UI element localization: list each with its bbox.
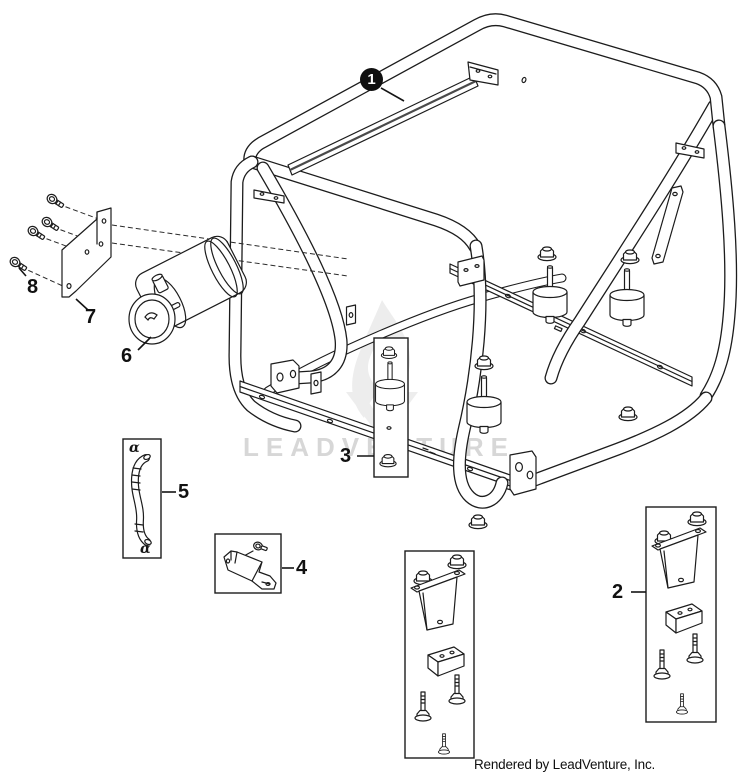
canister-part6 [128, 235, 247, 345]
flange-nut [468, 514, 488, 530]
mounting-plate-part7 [61, 207, 112, 298]
alpha-symbol-bottom: α [140, 541, 151, 557]
callout-2[interactable]: 2 [612, 581, 624, 603]
flange-nut [537, 246, 557, 262]
hex-screw [39, 214, 61, 234]
detail-box-hose-part5 [122, 438, 162, 559]
hex-screw [44, 191, 66, 211]
formed-hose [130, 453, 152, 546]
alpha-symbol-top: α [129, 440, 140, 456]
muffler-assembly [7, 191, 349, 345]
detail-box-bracket-part4 [214, 533, 282, 594]
callout-7[interactable]: 7 [85, 306, 97, 328]
frame-assembly [228, 13, 738, 530]
clamp-bracket [509, 450, 537, 496]
footer-credit: Rendered by LeadVenture, Inc. [474, 757, 656, 772]
side-mount-plate [651, 185, 684, 265]
hex-screw [7, 254, 29, 274]
callout-1[interactable]: 1 [360, 68, 383, 91]
rail-end-plate [457, 255, 485, 287]
clamp-bracket [270, 359, 300, 394]
mount-tab [310, 371, 322, 395]
callout-leader-lines [18, 87, 646, 593]
callout-5[interactable]: 5 [178, 481, 190, 503]
callout-3[interactable]: 3 [340, 445, 352, 467]
roof-tab [675, 142, 705, 159]
roof-tab [253, 189, 285, 204]
detail-box-mount-kit-part2 [645, 506, 717, 723]
small-bolt [253, 541, 268, 552]
callout-6[interactable]: 6 [121, 345, 133, 367]
callout-4[interactable]: 4 [296, 557, 308, 579]
support-bar-part1 [287, 61, 499, 176]
detail-box-mount-kit-left [404, 550, 475, 759]
flange-nut [618, 406, 638, 422]
callout-8[interactable]: 8 [27, 276, 39, 298]
hex-screw [25, 223, 47, 243]
detail-box-isolator-part3 [373, 337, 409, 478]
mount-tab [345, 304, 357, 326]
z-bracket [223, 550, 277, 590]
canister-inlet-fitting [151, 273, 169, 294]
